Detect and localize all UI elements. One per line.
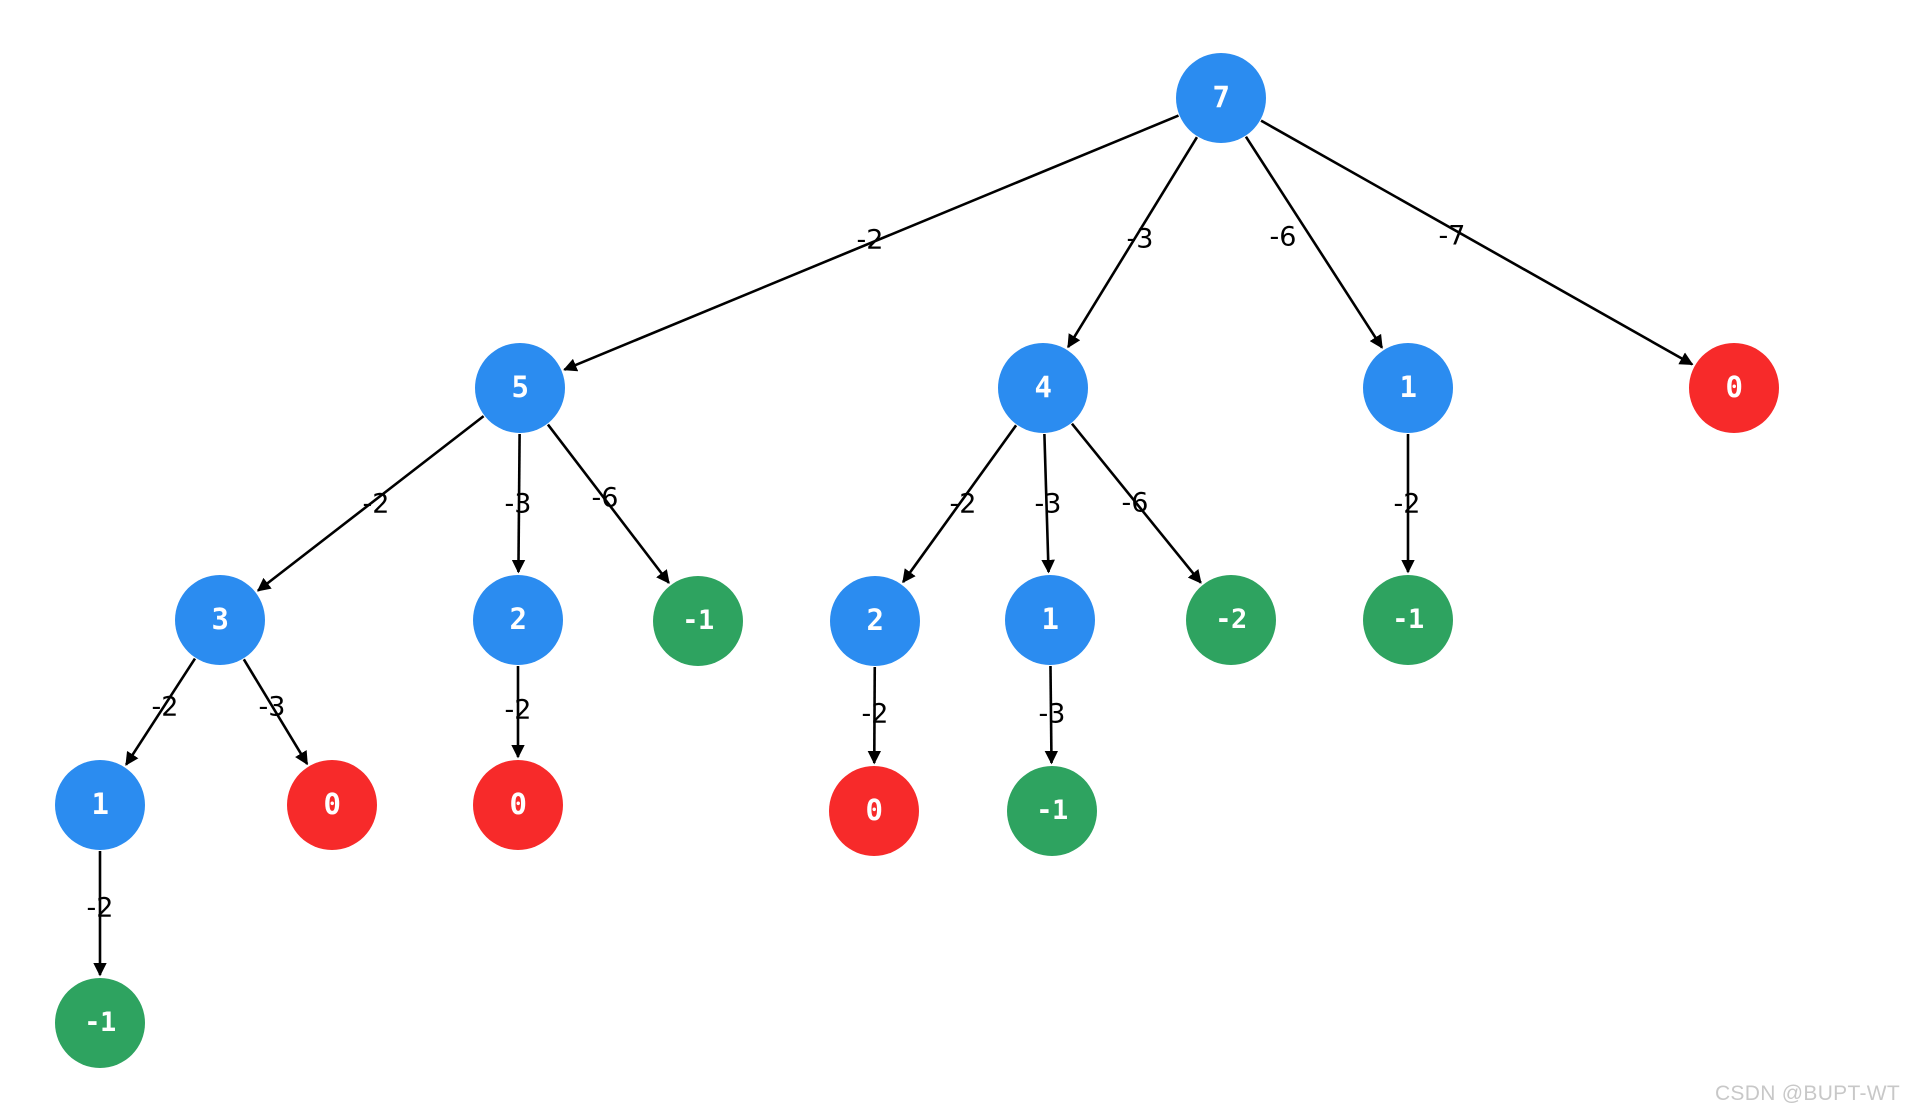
- tree-node-label: -1: [84, 1006, 116, 1038]
- tree-node-label: 1: [1041, 601, 1059, 636]
- tree-node[interactable]: 1: [1005, 575, 1095, 665]
- tree-node-label: 7: [1212, 79, 1230, 114]
- tree-edge: [867, 666, 882, 765]
- edge-weight-label: -2: [504, 694, 532, 726]
- edge-weight-label: -6: [591, 482, 619, 514]
- tree-node-label: -1: [682, 604, 714, 636]
- tree-node[interactable]: 4: [998, 343, 1088, 433]
- tree-node[interactable]: 1: [1363, 343, 1453, 433]
- tree-edge: [1070, 422, 1202, 584]
- edge-weight-label: -2: [949, 488, 977, 520]
- tree-node[interactable]: 5: [475, 343, 565, 433]
- tree-node-label: 4: [1034, 369, 1052, 404]
- tree-edge: [256, 415, 485, 592]
- edge-weight-label: -3: [1034, 488, 1062, 520]
- tree-node-label: 2: [509, 601, 527, 636]
- tree-node[interactable]: 0: [829, 766, 919, 856]
- tree-edge: [125, 657, 197, 766]
- edge-weight-label: -2: [151, 691, 179, 723]
- tree-node[interactable]: 7: [1176, 53, 1266, 143]
- tree-node-label: 1: [91, 786, 109, 821]
- tree-edge: [1067, 136, 1199, 349]
- tree-node[interactable]: -1: [653, 576, 743, 666]
- tree-node-label: 3: [211, 601, 229, 636]
- edge-weight-label: -2: [861, 698, 889, 730]
- tree-node-label: 0: [865, 792, 883, 827]
- tree-node-label: 5: [511, 369, 529, 404]
- tree-edge: [902, 424, 1018, 584]
- tree-edge: [1041, 433, 1055, 574]
- tree-node-label: 0: [509, 786, 527, 821]
- tree-node-label: -1: [1036, 794, 1068, 826]
- tree-node[interactable]: 2: [473, 575, 563, 665]
- watermark: CSDN @BUPT-WT: [1714, 1082, 1900, 1105]
- edge-weight-label: -3: [504, 488, 532, 520]
- tree-node[interactable]: 0: [287, 760, 377, 850]
- tree-node[interactable]: -2: [1186, 575, 1276, 665]
- tree-node[interactable]: 1: [55, 760, 145, 850]
- tree-node[interactable]: 0: [473, 760, 563, 850]
- edge-weight-label: -3: [258, 691, 286, 723]
- tree-edge: [1260, 119, 1694, 366]
- edge-weight-label: -6: [1121, 487, 1149, 519]
- tree-node-label: 1: [1399, 369, 1417, 404]
- tree-node-label: -2: [1215, 603, 1247, 635]
- edge-weight-label: -3: [1126, 223, 1154, 255]
- edge-weight-label: -3: [1038, 698, 1066, 730]
- tree-node[interactable]: 3: [175, 575, 265, 665]
- edge-weight-label: -2: [1393, 488, 1421, 520]
- tree-node[interactable]: -1: [55, 978, 145, 1068]
- edge-weight-label: -2: [86, 892, 114, 924]
- tree-node[interactable]: 0: [1689, 343, 1779, 433]
- tree-edge: [1244, 135, 1384, 349]
- edge-weight-label: -7: [1438, 220, 1466, 252]
- tree-edge: [1044, 665, 1059, 765]
- tree-edge: [242, 658, 309, 766]
- tree-node[interactable]: -1: [1363, 575, 1453, 665]
- tree-edge: [546, 423, 670, 584]
- tree-node[interactable]: 2: [830, 576, 920, 666]
- tree-node-label: 0: [323, 786, 341, 821]
- edge-group: [93, 114, 1694, 977]
- edge-weight-label: -2: [362, 488, 390, 520]
- tree-edge: [563, 114, 1179, 372]
- tree-node-label: 2: [866, 602, 884, 637]
- tree-node-label: -1: [1392, 603, 1424, 635]
- edge-weight-label: -6: [1269, 221, 1297, 253]
- tree-node[interactable]: -1: [1007, 766, 1097, 856]
- tree-node-label: 0: [1725, 369, 1743, 404]
- edge-weight-label: -2: [856, 224, 884, 256]
- tree-edge: [511, 433, 526, 574]
